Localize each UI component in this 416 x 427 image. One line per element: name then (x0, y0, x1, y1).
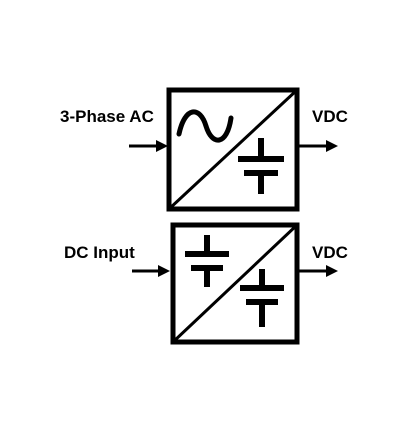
ac-dc-output-label: VDC (312, 107, 348, 126)
sine-wave-icon (176, 109, 234, 143)
dc-battery-icon (185, 235, 229, 287)
ac-input-label: 3-Phase AC (60, 107, 154, 126)
ac-dc-converter-box (166, 87, 300, 212)
dc-input-arrow (132, 265, 170, 277)
dc-dc-output-label: VDC (312, 243, 348, 262)
ac-dc-divider-line (167, 88, 299, 211)
ac-input-arrow (129, 140, 168, 152)
dc-dc-converter-block (132, 222, 338, 345)
dc-dc-output-arrow (297, 265, 338, 277)
ac-dc-output-arrow (297, 140, 338, 152)
dc-battery-icon (240, 269, 284, 327)
dc-input-label: DC Input (64, 243, 135, 262)
dc-dc-converter-box (170, 222, 300, 345)
dc-dc-divider-line (171, 223, 299, 344)
dc-battery-icon (238, 138, 284, 194)
ac-dc-converter-block (129, 87, 338, 212)
